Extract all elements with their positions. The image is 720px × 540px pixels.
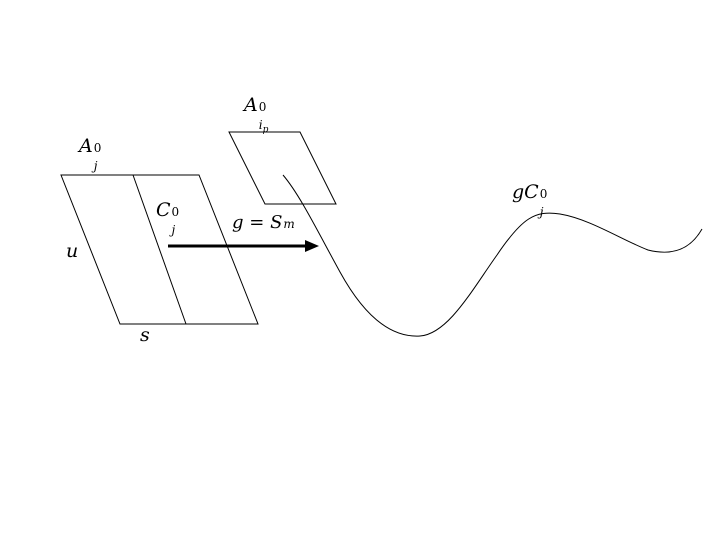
parallelogram-a-ip (228, 131, 337, 205)
parallelogram-a-j (60, 174, 259, 325)
right-arrow-icon (305, 240, 319, 252)
divider-c-j (132, 174, 187, 325)
label-u: u (66, 240, 79, 262)
label-s: s (140, 324, 150, 346)
curve-g-c-j (282, 174, 703, 337)
